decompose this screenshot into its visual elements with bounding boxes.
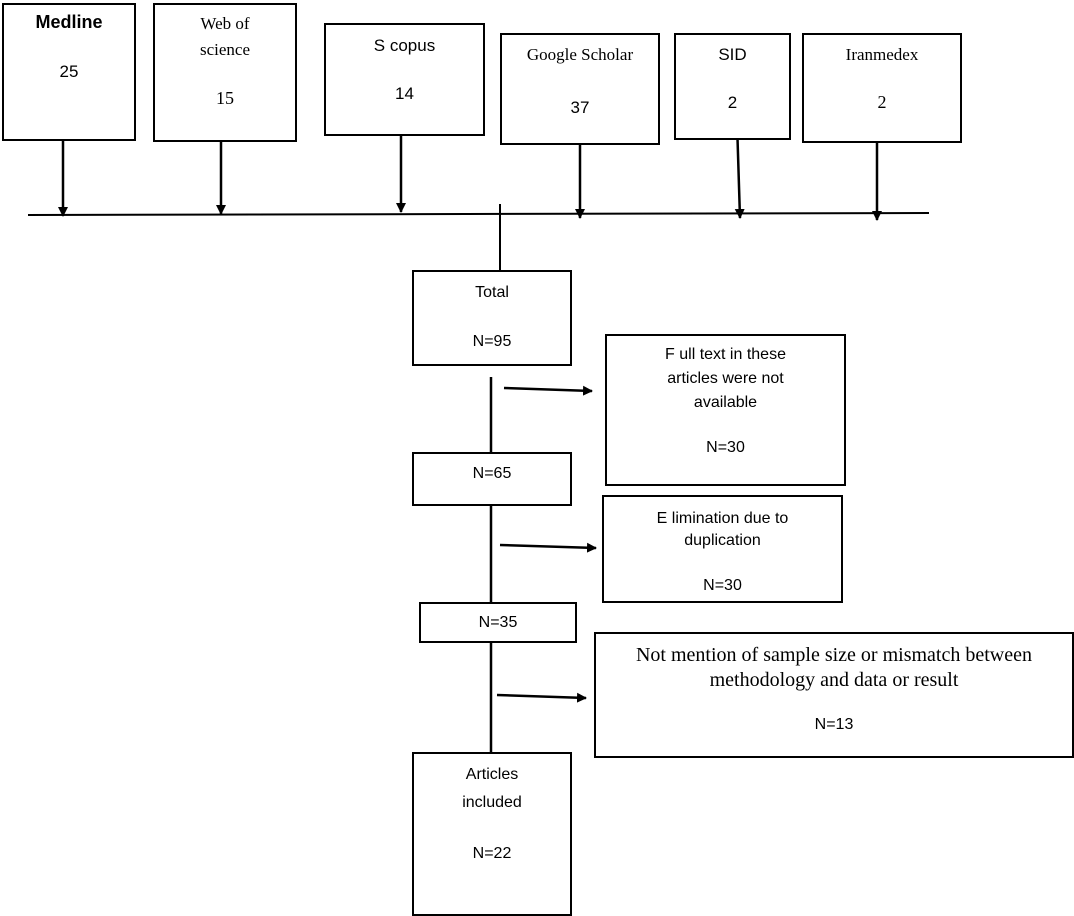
exclusion-duplication-line2: duplication <box>684 532 761 549</box>
step-box-n35 <box>419 602 577 643</box>
arrow-exclusion-1 <box>503 385 593 396</box>
total-box <box>412 270 572 366</box>
included-box <box>412 752 572 916</box>
exclusion-full-text-line1: F ull text in these <box>665 346 786 363</box>
step-n35-count: N=35 <box>478 614 518 631</box>
exclusion-full-text-line2: articles were not <box>667 370 784 387</box>
exclusion-box-sample-size <box>594 632 1074 758</box>
source-box-web-of-science <box>153 3 297 142</box>
step-box-n65 <box>412 452 572 506</box>
arrow-exclusion-2 <box>499 542 597 553</box>
source-count-web-of-science: 15 <box>216 88 234 108</box>
merge-bar <box>27 212 930 216</box>
exclusion-sample-size-line1: Not mention of sample size or mismatch b… <box>635 644 1032 666</box>
source-box-google-scholar <box>500 33 660 145</box>
source-name-web-of-science-line2: science <box>199 40 251 59</box>
source-count-scopus: 14 <box>395 84 414 103</box>
source-name-medline: Medline <box>35 12 103 32</box>
source-box-medline <box>2 3 136 141</box>
included-count: N=22 <box>472 845 512 862</box>
source-box-scopus <box>324 23 485 136</box>
source-name-scopus: S copus <box>373 36 436 55</box>
exclusion-full-text-count: N=30 <box>706 439 745 456</box>
included-label-line2: included <box>462 794 522 811</box>
source-name-sid: SID <box>718 45 747 64</box>
source-count-google-scholar: 37 <box>570 98 590 117</box>
total-count: N=95 <box>472 333 512 350</box>
source-name-google-scholar: Google Scholar <box>526 45 634 64</box>
exclusion-sample-size-line2: methodology and data or result <box>709 669 959 691</box>
included-label-line1: Articles <box>465 766 519 783</box>
total-label: Total <box>475 284 509 301</box>
step-n65-count: N=65 <box>472 465 512 482</box>
exclusion-duplication-count: N=30 <box>703 577 742 594</box>
arrow-exclusion-3 <box>496 692 587 703</box>
exclusion-box-duplication <box>602 495 843 603</box>
exclusion-full-text-line3: available <box>693 394 758 411</box>
source-name-iranmedex: Iranmedex <box>845 45 919 64</box>
exclusion-sample-size-count: N=13 <box>814 716 854 733</box>
source-name-web-of-science-line1: Web of <box>200 14 250 33</box>
exclusion-box-full-text <box>605 334 846 486</box>
source-count-iranmedex: 2 <box>877 92 887 112</box>
source-box-sid <box>674 33 791 140</box>
source-count-sid: 2 <box>727 93 738 112</box>
source-count-medline: 25 <box>59 62 79 81</box>
source-box-iranmedex <box>802 33 962 143</box>
exclusion-duplication-line1: E limination due to <box>656 510 789 527</box>
